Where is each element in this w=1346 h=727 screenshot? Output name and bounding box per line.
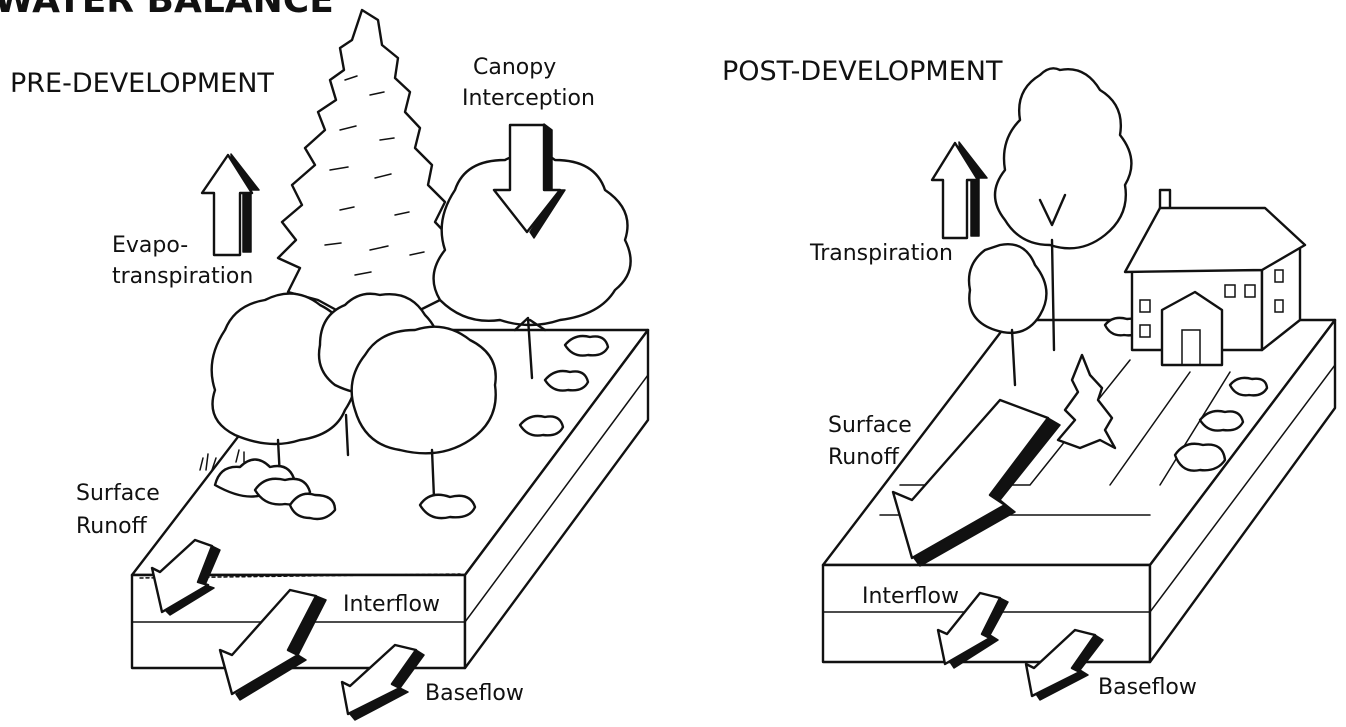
post-shrubs [1103, 316, 1269, 472]
pre-baseflow-arrow [340, 643, 425, 721]
transpiration-label: Transpiration [809, 241, 953, 266]
post-conifer [1056, 353, 1117, 450]
pre-surface-label-line1: Surface [76, 481, 160, 506]
post-surface-label-line2: Runoff [828, 445, 900, 470]
transpiration-arrow [930, 141, 988, 240]
post-development-panel: POST-DEVELOPMENT [722, 56, 1337, 701]
evapo-label-line2: transpiration [112, 264, 253, 289]
page-title: WATER BALANCE [0, 0, 334, 21]
post-surface-label-line1: Surface [828, 413, 912, 438]
pre-baseflow-label: Baseflow [425, 681, 524, 706]
post-interflow-label: Interflow [862, 584, 959, 609]
post-tree-small [967, 243, 1048, 387]
pre-surface-runoff-arrow [150, 538, 221, 616]
evapotranspiration-arrow [200, 153, 260, 257]
pre-development-title: PRE-DEVELOPMENT [10, 68, 274, 99]
post-development-title: POST-DEVELOPMENT [722, 56, 1003, 87]
post-surface-runoff-arrow [891, 398, 1061, 567]
post-baseflow-arrow [1024, 628, 1104, 701]
deciduous-tree-mid [317, 292, 497, 500]
pre-interflow-arrow [218, 588, 327, 701]
house [1123, 188, 1307, 367]
post-tree-tall [993, 67, 1133, 352]
deciduous-tree-large [432, 151, 632, 380]
post-baseflow-label: Baseflow [1098, 675, 1197, 700]
conifer-tree [276, 8, 457, 317]
canopy-label-line1: Canopy [473, 55, 556, 80]
shrubs [199, 334, 610, 521]
pre-interflow-label: Interflow [343, 592, 440, 617]
pre-surface-label-line2: Runoff [76, 514, 148, 539]
pre-development-panel: PRE-DEVELOPMENT [10, 8, 650, 721]
post-interflow-arrow [936, 591, 1009, 669]
canopy-interception-arrow [492, 123, 566, 239]
canopy-label-line2: Interception [462, 86, 595, 111]
evapo-label-line1: Evapo- [112, 233, 188, 258]
